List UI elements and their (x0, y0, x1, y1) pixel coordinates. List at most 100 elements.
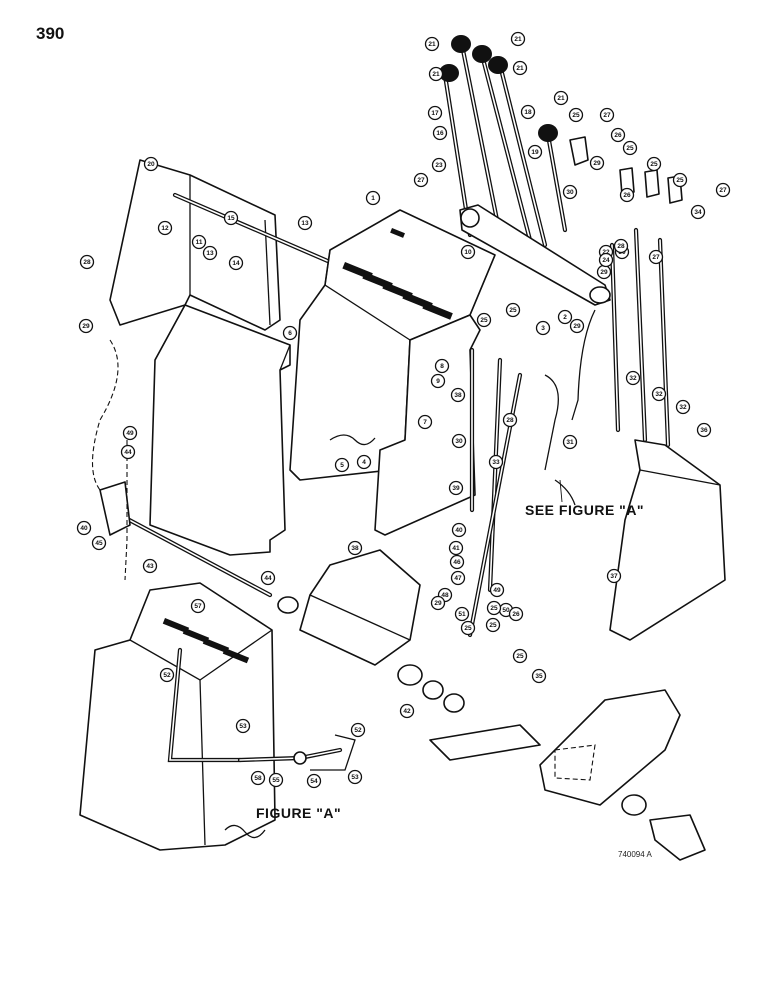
part-callout: 21 (424, 36, 440, 52)
svg-text:24: 24 (602, 257, 610, 264)
part-callout: 36 (696, 422, 712, 438)
svg-text:29: 29 (600, 269, 608, 276)
svg-text:25: 25 (464, 625, 472, 632)
svg-text:29: 29 (593, 160, 601, 167)
part-callout: 18 (520, 104, 536, 120)
svg-text:46: 46 (453, 559, 461, 566)
lever-knob (538, 124, 558, 142)
svg-text:31: 31 (566, 439, 574, 446)
part-callout: 35 (531, 668, 547, 684)
svg-text:25: 25 (489, 622, 497, 629)
part-callout: 55 (268, 772, 284, 788)
part-callout: 37 (606, 568, 622, 584)
svg-text:53: 53 (351, 774, 359, 781)
part-callout: 21 (428, 66, 444, 82)
part-callout: 13 (202, 245, 218, 261)
svg-text:52: 52 (163, 672, 171, 679)
svg-text:13: 13 (206, 250, 214, 257)
part-callout: 33 (488, 454, 504, 470)
part-callout: 44 (260, 570, 276, 586)
part-callout: 19 (527, 144, 543, 160)
part-callout: 40 (76, 520, 92, 536)
part-callout: 51 (454, 606, 470, 622)
part-callout: 53 (347, 769, 363, 785)
part-callout: 57 (190, 598, 206, 614)
right-bracket (609, 439, 726, 641)
svg-text:26: 26 (614, 132, 622, 139)
part-callout: 12 (157, 220, 173, 236)
inner-shield (149, 304, 291, 556)
svg-text:34: 34 (694, 209, 702, 216)
svg-text:58: 58 (254, 775, 262, 782)
brake-pedal-upper (299, 549, 421, 666)
part-callout: 44 (120, 444, 136, 460)
part-callout: 20 (143, 156, 159, 172)
svg-text:25: 25 (509, 307, 517, 314)
svg-text:45: 45 (95, 540, 103, 547)
svg-text:16: 16 (436, 130, 444, 137)
svg-text:51: 51 (458, 611, 466, 618)
svg-text:49: 49 (493, 587, 501, 594)
svg-text:2: 2 (563, 314, 567, 321)
svg-text:25: 25 (490, 605, 498, 612)
part-callout: 38 (347, 540, 363, 556)
part-callout: 2 (557, 309, 573, 325)
part-callout: 8 (434, 358, 450, 374)
part-callout: 26 (619, 187, 635, 203)
lever-knob (488, 56, 508, 74)
svg-text:8: 8 (440, 363, 444, 370)
part-callout: 28 (502, 412, 518, 428)
part-callout: 49 (489, 582, 505, 598)
pedal-shaft (99, 481, 273, 598)
lever-knob (439, 64, 459, 82)
svg-text:4: 4 (362, 459, 366, 466)
svg-text:38: 38 (351, 545, 359, 552)
svg-text:28: 28 (617, 243, 625, 250)
part-callout: 25 (512, 648, 528, 664)
cross-rod (172, 192, 333, 265)
leader-lines (92, 339, 576, 581)
part-callout: 16 (432, 125, 448, 141)
svg-text:21: 21 (516, 65, 524, 72)
brake-pedal-lower (429, 689, 706, 861)
svg-text:15: 15 (227, 215, 235, 222)
svg-text:40: 40 (455, 527, 463, 534)
part-callout: 7 (417, 414, 433, 430)
page-number: 390 (36, 24, 65, 43)
part-callout: 29 (430, 595, 446, 611)
svg-text:42: 42 (403, 708, 411, 715)
part-callout: 28 (79, 254, 95, 270)
part-callout: 41 (448, 540, 464, 556)
part-callout: 30 (562, 184, 578, 200)
middle-rods (467, 347, 559, 638)
part-callout: 27 (599, 107, 615, 123)
part-callout: 25 (646, 156, 662, 172)
svg-text:57: 57 (194, 603, 202, 610)
part-callout: 46 (449, 554, 465, 570)
svg-text:28: 28 (506, 417, 514, 424)
part-callout: 21 (510, 31, 526, 47)
part-callout: 23 (431, 157, 447, 173)
figure-a-console (79, 582, 356, 851)
part-callout: 27 (715, 182, 731, 198)
part-callout: 32 (651, 386, 667, 402)
svg-text:20: 20 (147, 161, 155, 168)
svg-text:47: 47 (454, 575, 462, 582)
part-callout: 47 (450, 570, 466, 586)
svg-text:29: 29 (434, 600, 442, 607)
part-callout: 31 (562, 434, 578, 450)
part-callout: 25 (486, 600, 502, 616)
svg-text:7: 7 (423, 419, 427, 426)
lever-knob (451, 35, 471, 53)
svg-text:29: 29 (82, 323, 90, 330)
svg-text:25: 25 (516, 653, 524, 660)
control-levers (439, 35, 568, 248)
svg-text:30: 30 (455, 438, 463, 445)
part-callout: 24 (598, 252, 614, 268)
lever-knob (472, 45, 492, 63)
part-callout: 25 (476, 312, 492, 328)
part-callout: 43 (142, 558, 158, 574)
svg-text:55: 55 (272, 777, 280, 784)
part-callout: 49 (122, 425, 138, 441)
